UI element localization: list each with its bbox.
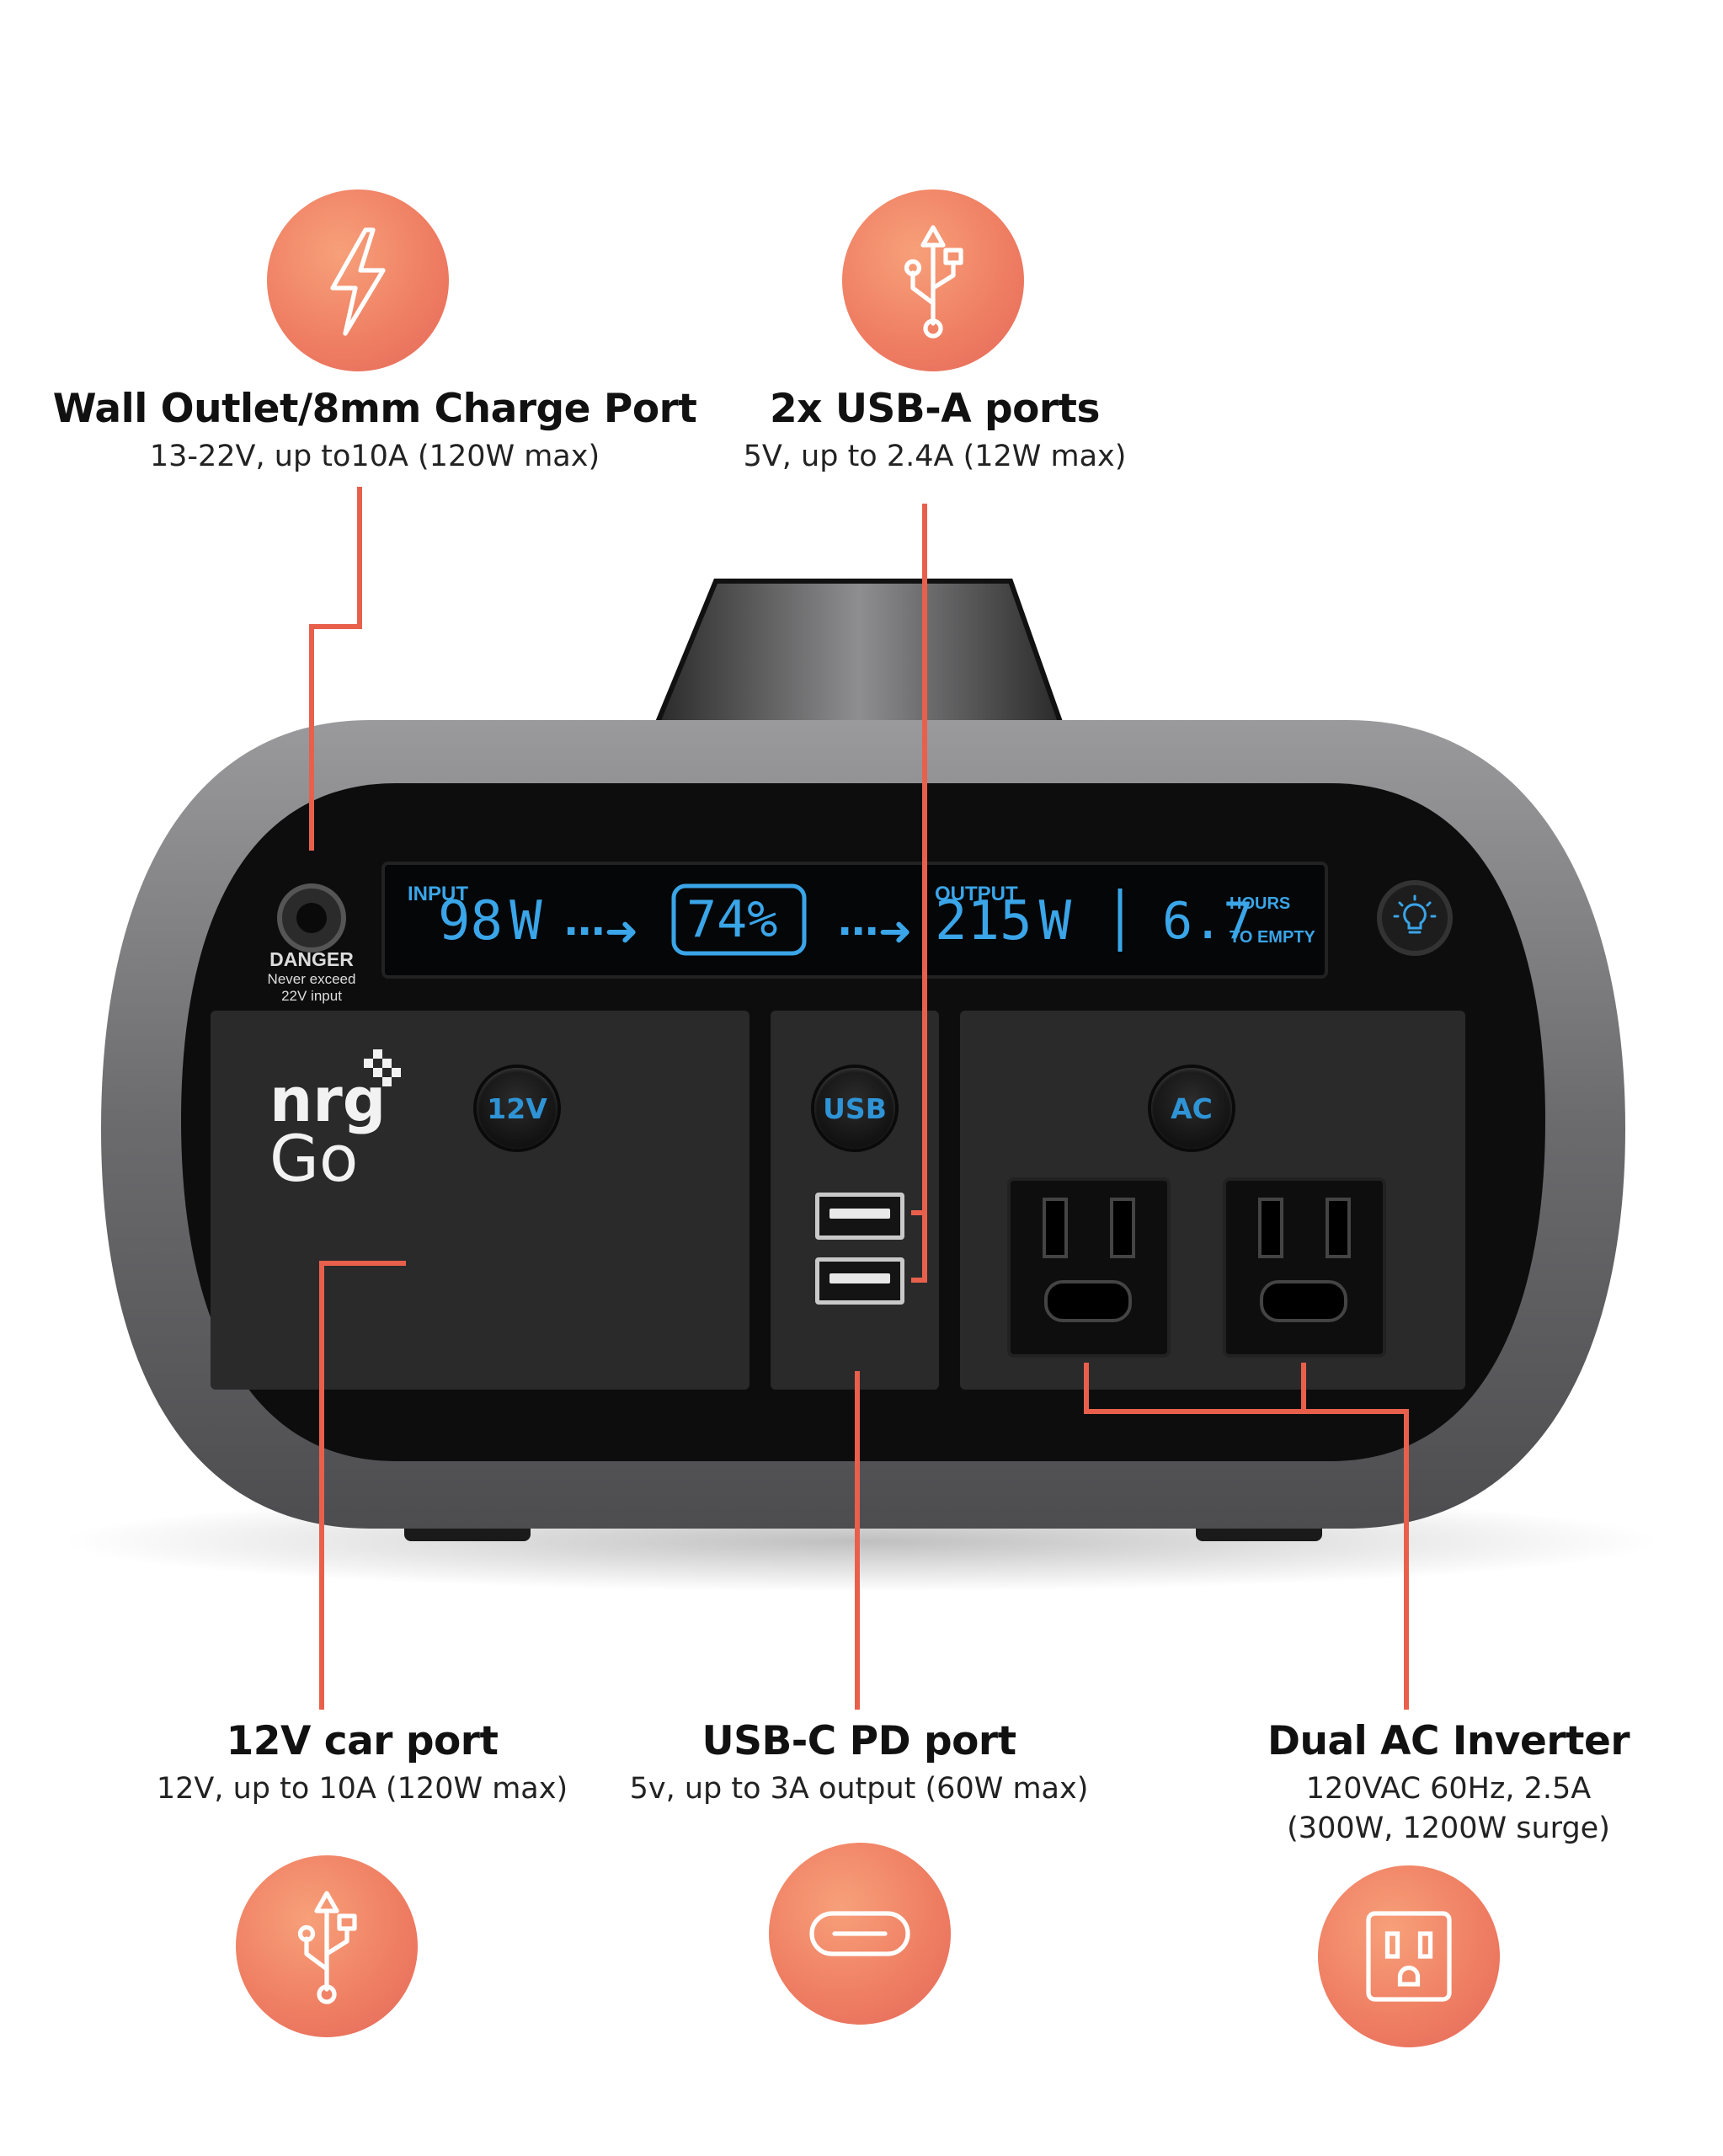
callout-subtitle: 13-22V, up to10A (120W max) <box>149 440 600 473</box>
callout-title: Wall Outlet/8mm Charge Port <box>52 386 697 432</box>
wall-outlet-callout: Wall Outlet/8mm Charge Port 13-22V, up t… <box>34 386 716 477</box>
usb-c-callout: USB-C PD port 5v, up to 3A output (60W m… <box>606 1718 1112 1809</box>
callout-subtitle: 12V, up to 10A (120W max) <box>156 1772 568 1806</box>
callout-title: Dual AC Inverter <box>1267 1718 1630 1764</box>
input-unit: W <box>509 890 542 953</box>
output-unit: W <box>1038 890 1072 953</box>
car-port-button[interactable]: 12V <box>477 1068 557 1149</box>
callout-subtitle: 120VAC 60Hz, 2.5A <box>1305 1772 1592 1806</box>
car-port-callout: 12V car port 12V, up to 10A (120W max) <box>84 1718 640 1809</box>
callout-subtitle: 5V, up to 2.4A (12W max) <box>743 440 1127 473</box>
arrow-right-icon: ⋯➜ <box>838 908 913 955</box>
callout-title: USB-C PD port <box>701 1718 1016 1764</box>
battery-percent: 74% <box>686 890 778 949</box>
input-label: INPUT <box>408 883 468 905</box>
ac-outlet[interactable] <box>1007 1177 1171 1358</box>
output-number: 215 <box>935 890 1032 953</box>
outlet-ground <box>1044 1280 1132 1322</box>
arrow-right-icon: ⋯➜ <box>564 908 639 955</box>
outlet-slot <box>1110 1198 1135 1258</box>
to-empty-label: TO EMPTY <box>1230 928 1315 947</box>
callout-title: 2x USB-A ports <box>769 386 1101 432</box>
input-number: 98 <box>438 890 504 953</box>
outlet-slot <box>1043 1198 1068 1258</box>
ac-button[interactable]: AC <box>1151 1068 1232 1149</box>
brand-logo: nrg Go <box>269 1065 387 1197</box>
danger-line2: 22V input <box>281 988 342 1004</box>
danger-warning: DANGER Never exceed 22V input <box>244 948 379 1005</box>
outlet-ground <box>1260 1280 1347 1322</box>
brand-pixel-mark <box>364 1049 401 1086</box>
usb-a-port[interactable] <box>815 1193 904 1240</box>
usb-a-callout: 2x USB-A ports 5V, up to 2.4A (12W max) <box>665 386 1204 477</box>
output-label: OUTPUT <box>935 883 1018 905</box>
usb-c-icon <box>769 1843 951 2025</box>
usb-button[interactable]: USB <box>814 1068 895 1149</box>
danger-line1: Never exceed <box>267 971 356 987</box>
outlet-slot <box>1258 1198 1283 1258</box>
car-port-panel <box>211 1011 749 1390</box>
hours-value: 6.7 <box>1162 892 1254 951</box>
callout-title: 12V car port <box>226 1718 499 1764</box>
outlet-slot <box>1326 1198 1351 1258</box>
ac-outlet[interactable] <box>1223 1177 1386 1358</box>
danger-title: DANGER <box>269 948 354 970</box>
hours-label: HOURS <box>1230 894 1291 913</box>
usb-a-port[interactable] <box>815 1257 904 1305</box>
usb-icon <box>236 1855 418 2037</box>
callout-subtitle: 5v, up to 3A output (60W max) <box>629 1772 1089 1806</box>
ac-inverter-callout: Dual AC Inverter 120VAC 60Hz, 2.5A (300W… <box>1196 1718 1701 1849</box>
light-bulb-icon[interactable] <box>1390 893 1440 943</box>
usb-icon <box>842 189 1024 371</box>
ac-outlet-icon <box>1318 1865 1500 2047</box>
lightning-bolt-icon <box>267 189 449 371</box>
brand-line2: Go <box>269 1121 359 1197</box>
brand-line1: nrg <box>269 1065 387 1135</box>
callout-subtitle: (300W, 1200W surge) <box>1287 1812 1610 1846</box>
